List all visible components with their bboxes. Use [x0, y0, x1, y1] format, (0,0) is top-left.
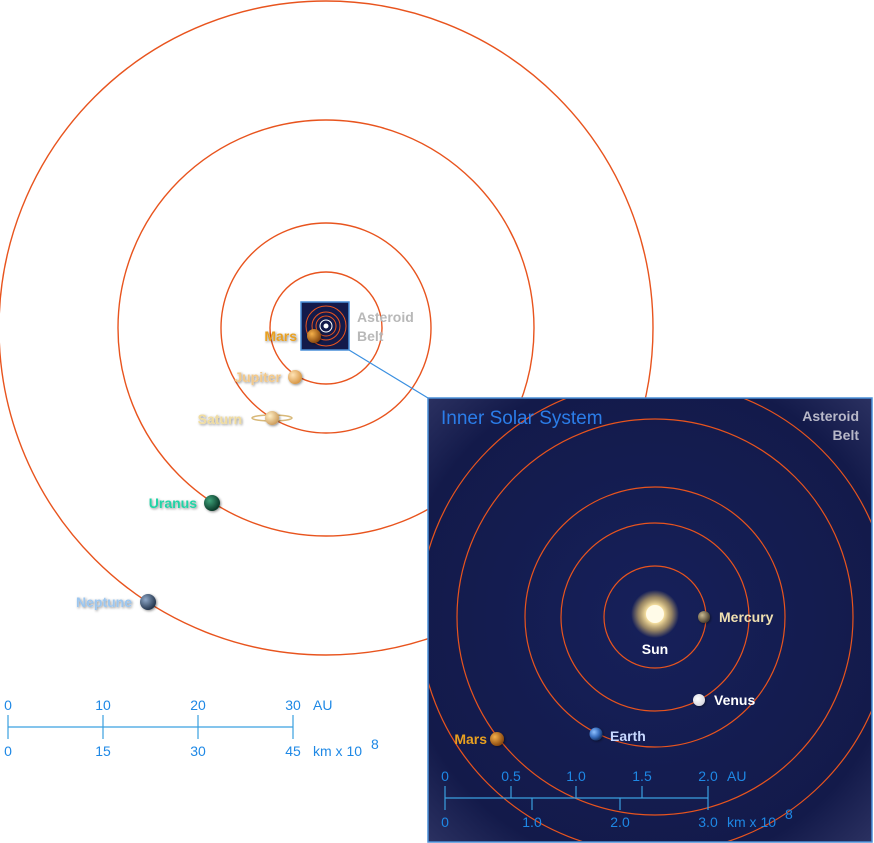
inset-scale-tick-km-2: 2.0 — [610, 814, 630, 830]
inset-asteroid-label-line1: Asteroid — [802, 408, 859, 424]
inset-mars-label: Mars — [454, 731, 487, 747]
saturn-planet-icon — [251, 411, 293, 425]
inset-scale-bar: 0 0.5 1.0 1.5 2.0 AU 0 1.0 2.0 3.0 km x … — [441, 768, 793, 830]
mars-label: Mars — [264, 328, 297, 344]
inset-mars-planet-icon — [490, 732, 504, 746]
uranus-planet-icon — [204, 495, 220, 511]
outer-scale-tick-au-0: 0 — [4, 697, 12, 713]
orbit-jupiter — [269, 271, 383, 385]
outer-scale-tick-au-3: 30 — [285, 697, 301, 713]
inner-system-inset: Inner Solar System Asteroid Belt Sun Mer… — [427, 397, 873, 843]
outer-scale-tick-au-2: 20 — [190, 697, 206, 713]
outer-scale-tick-km-2: 30 — [190, 743, 206, 759]
outer-scale-unit-au: AU — [313, 697, 332, 713]
inset-scale-tick-au-0: 0 — [441, 768, 449, 784]
inset-asteroid-label-line2: Belt — [833, 427, 860, 443]
saturn-label: Saturn — [198, 411, 242, 427]
sun-core — [646, 605, 664, 623]
venus-label: Venus — [714, 692, 755, 708]
venus-planet-icon — [693, 694, 705, 706]
jupiter-label: Jupiter — [234, 369, 281, 385]
outer-scale-tick-au-1: 10 — [95, 697, 111, 713]
inset-scale-tick-km-0: 0 — [441, 814, 449, 830]
asteroid-belt-label-line1: Asteroid — [357, 309, 414, 325]
outer-scale-tick-km-0: 0 — [4, 743, 12, 759]
inset-scale-unit-au: AU — [727, 768, 746, 784]
inset-scale-unit-km: km x 10 — [727, 814, 776, 830]
inset-scale-tick-km-3: 3.0 — [698, 814, 718, 830]
inset-scale-tick-au-4: 2.0 — [698, 768, 718, 784]
mars-planet-icon — [307, 329, 321, 343]
inset-scale-tick-au-1: 0.5 — [501, 768, 521, 784]
outer-scale-tick-km-1: 15 — [95, 743, 111, 759]
inset-scale-exponent: 8 — [785, 806, 793, 822]
neptune-label: Neptune — [76, 594, 132, 610]
inset-scale-tick-au-2: 1.0 — [566, 768, 586, 784]
inset-connector — [348, 349, 429, 399]
outer-scale-bar: 0 10 20 30 AU 0 15 30 45 km x 10 8 — [4, 697, 379, 759]
outer-orbits — [0, 0, 654, 656]
outer-scale-unit-km: km x 10 — [313, 743, 362, 759]
inset-orbit-earth — [524, 486, 786, 748]
asteroid-belt-label-line2: Belt — [357, 328, 384, 344]
mercury-planet-icon — [698, 611, 710, 623]
inset-scale-tick-au-3: 1.5 — [632, 768, 652, 784]
inset-orbit-venus — [560, 522, 750, 712]
earth-planet-icon — [589, 727, 603, 741]
orbit-neptune — [0, 0, 654, 656]
outer-scale-exponent: 8 — [371, 736, 379, 752]
neptune-planet-icon — [140, 594, 156, 610]
jupiter-planet-icon — [288, 370, 302, 384]
sun-label: Sun — [642, 641, 668, 657]
outer-planets — [140, 329, 321, 610]
earth-label: Earth — [610, 728, 646, 744]
orbit-saturn — [220, 222, 432, 434]
outer-planet-labels: Mars Jupiter Saturn Uranus Neptune Aster… — [76, 309, 414, 610]
orbit-uranus — [117, 119, 535, 537]
uranus-label: Uranus — [149, 495, 197, 511]
zoom-box — [300, 301, 350, 351]
outer-scale-tick-km-3: 45 — [285, 743, 301, 759]
mercury-label: Mercury — [719, 609, 774, 625]
inset-scale-tick-km-1: 1.0 — [522, 814, 542, 830]
inset-orbit-mars — [456, 418, 854, 816]
inset-title: Inner Solar System — [441, 408, 603, 429]
